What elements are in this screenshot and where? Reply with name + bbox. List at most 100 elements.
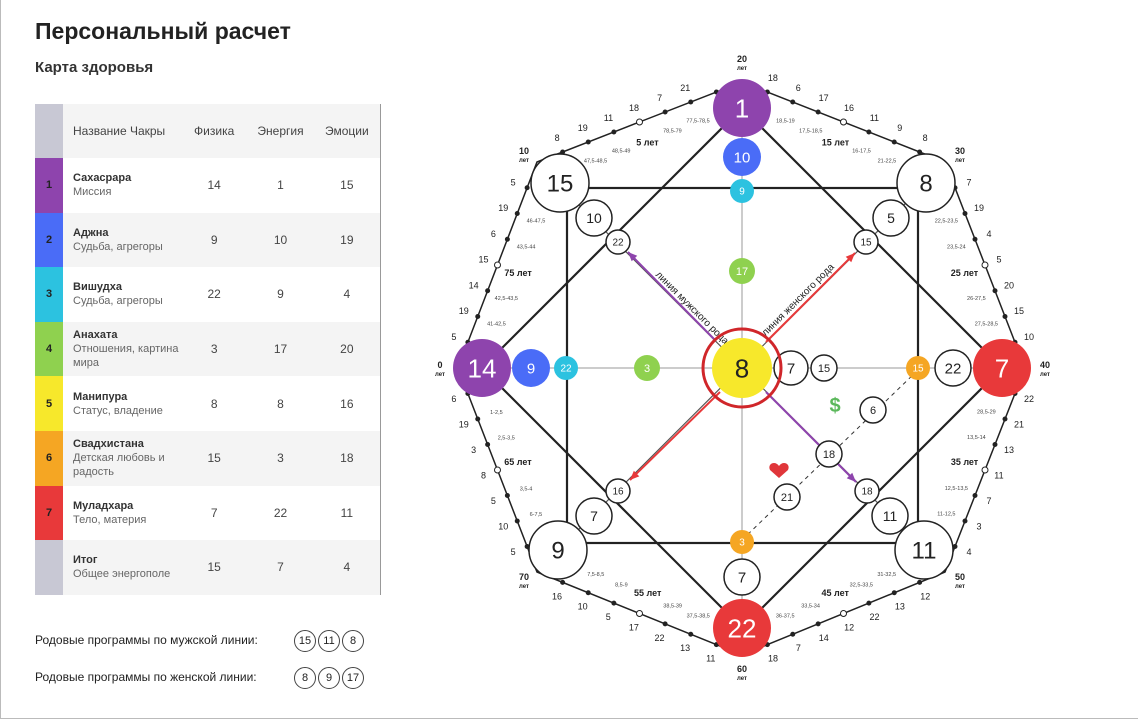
diagram-label: 5 bbox=[606, 612, 611, 622]
diagram-label: 17 bbox=[819, 93, 829, 103]
ring-tick bbox=[636, 610, 643, 617]
ring-range: 28,5-29 bbox=[977, 410, 996, 416]
age-label-unit: лет bbox=[519, 158, 529, 164]
diagram-label: 10 bbox=[1024, 332, 1034, 342]
node-money1-value: 6 bbox=[870, 405, 876, 417]
ring-tick bbox=[514, 518, 520, 524]
phys-value: 15 bbox=[207, 560, 221, 575]
male-line-arrow-lower-head bbox=[846, 472, 856, 482]
chakra-desc: Общее энергополе bbox=[73, 568, 171, 581]
age-label-unit: лет bbox=[955, 584, 965, 590]
ring-range: 37,5-38,5 bbox=[687, 614, 710, 620]
node-bottom-right3-value: 18 bbox=[861, 487, 873, 498]
diagram-label: 3 bbox=[471, 445, 476, 455]
header-phys: Физика bbox=[194, 124, 235, 138]
node-right2-value: 22 bbox=[945, 360, 962, 377]
ring-range: 46-47,5 bbox=[527, 219, 546, 225]
ring-tick bbox=[585, 139, 591, 145]
ring-range: 12,5-13,5 bbox=[945, 486, 968, 492]
phys-value: 22 bbox=[207, 287, 221, 302]
node-bottom-value: 22 bbox=[728, 613, 757, 643]
chakra-number: 4 bbox=[35, 321, 63, 377]
age-label: 30 bbox=[955, 146, 965, 156]
energy-value: 3 bbox=[277, 451, 284, 466]
node-top2-value: 10 bbox=[734, 149, 751, 166]
diagram-label: 6 bbox=[451, 394, 456, 404]
ring-range: 48,5-49 bbox=[612, 149, 631, 155]
diagram-label: 14 bbox=[469, 280, 479, 290]
emo-value: 19 bbox=[340, 232, 354, 247]
emo-value: 16 bbox=[340, 396, 354, 411]
ring-tick bbox=[962, 211, 968, 216]
chakra-number: 6 bbox=[35, 430, 63, 486]
chakra-name: Муладхара bbox=[73, 499, 134, 512]
diagram-label: 11 bbox=[706, 654, 715, 664]
age-label-unit: лет bbox=[435, 372, 445, 378]
chakra-number: 2 bbox=[35, 212, 63, 268]
ring-range: 7,5-8,5 bbox=[587, 572, 604, 578]
diagram-label: 11 bbox=[604, 113, 613, 123]
diagram-label: 10 bbox=[498, 521, 508, 531]
diagram-label: 21 bbox=[1014, 419, 1024, 429]
diagram-label: 7 bbox=[657, 93, 662, 103]
node-left3 bbox=[554, 356, 578, 380]
age-label: 50 bbox=[955, 572, 965, 582]
node-top-value: 1 bbox=[735, 93, 749, 123]
ring-tick bbox=[524, 185, 530, 191]
node-right-value: 7 bbox=[995, 353, 1009, 383]
ring-tick bbox=[560, 579, 566, 585]
chakra-name: Итог bbox=[73, 554, 98, 567]
node-left-value: 14 bbox=[468, 353, 497, 383]
node-top-right2 bbox=[872, 199, 910, 237]
node-money2 bbox=[815, 440, 843, 468]
diagram-label: 16 bbox=[844, 103, 854, 113]
half-age-label: 45 лет bbox=[821, 588, 849, 598]
node-left2 bbox=[512, 349, 550, 387]
diagram-label: 4 bbox=[986, 229, 991, 239]
ring-tick bbox=[917, 149, 923, 155]
node-top bbox=[713, 79, 771, 137]
node-bottom-left-value: 9 bbox=[551, 538, 564, 565]
node-top-left3 bbox=[605, 229, 631, 255]
ring-tick bbox=[840, 610, 847, 617]
node-bottom-left2 bbox=[575, 497, 613, 535]
node-top-left-value: 15 bbox=[547, 171, 574, 198]
ring-tick bbox=[611, 129, 617, 135]
node-right bbox=[973, 339, 1031, 397]
female-line-arrow-lower bbox=[629, 391, 721, 481]
node-bottom-left bbox=[528, 520, 588, 580]
node-bottom3-value: 3 bbox=[739, 538, 745, 549]
ring-tick bbox=[611, 600, 617, 606]
ring-tick bbox=[475, 416, 481, 422]
diagram-label: 5 bbox=[451, 332, 456, 342]
half-age-label: 5 лет bbox=[636, 137, 659, 147]
diagram-label: 5 bbox=[491, 496, 496, 506]
chakra-desc: Миссия bbox=[73, 186, 112, 199]
energy-value: 8 bbox=[277, 396, 284, 411]
ring-range: 42,5-43,5 bbox=[495, 296, 518, 302]
node-money1 bbox=[859, 396, 887, 424]
node-bottom2-value: 7 bbox=[738, 569, 746, 586]
diagram-label: 7 bbox=[986, 496, 991, 506]
phys-value: 8 bbox=[210, 396, 218, 411]
node-top-right-value: 8 bbox=[919, 171, 932, 198]
ring-tick bbox=[866, 129, 872, 135]
emo-value: 20 bbox=[340, 342, 354, 357]
diagram-label: 18 bbox=[768, 73, 778, 83]
ring-tick bbox=[840, 118, 847, 126]
ring-range: 32,5-33,5 bbox=[850, 583, 873, 589]
ring-tick bbox=[585, 590, 591, 596]
diagram-label: 16 bbox=[552, 591, 562, 601]
node-right3 bbox=[906, 356, 930, 380]
center-highlight-ring bbox=[701, 327, 783, 409]
ring-range: 27,5-28,5 bbox=[975, 322, 998, 328]
ring-tick bbox=[981, 261, 989, 269]
diagram-label: 22 bbox=[870, 612, 880, 622]
